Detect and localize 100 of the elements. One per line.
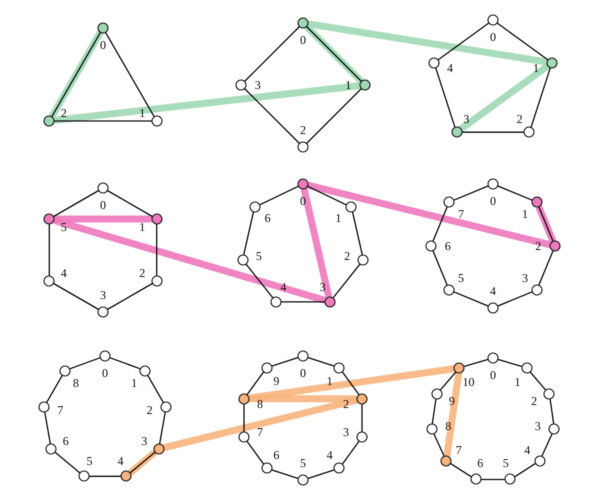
vertex-number: 1 [533,62,540,74]
polygon-side [271,356,298,367]
polygon-side [529,371,547,391]
vertex-number: 5 [256,250,262,262]
polygon-side [432,206,448,242]
polygon-side [538,250,554,286]
polygon-side [258,186,299,206]
vertex-number: 2 [60,106,67,119]
vertex-number: 6 [62,434,69,447]
highlight-path [458,62,550,132]
vertex-number: 5 [86,454,92,467]
vertex-number: 5 [502,457,509,470]
polygon-side [432,399,437,424]
vertex-number: 2 [344,250,350,262]
polygon-side [450,462,472,478]
polygon-side [434,67,456,128]
vertex-number: 4 [280,280,286,293]
polygon-side [308,469,335,480]
vertex-number: 0 [490,368,496,381]
polygon-side [498,358,522,368]
vertex-number: 3 [534,420,541,432]
vertex-number: 6 [264,212,271,224]
polygon-side [480,478,506,480]
vertex-number: 4 [60,266,67,279]
polygon-side [54,120,152,122]
vertex-number: 2 [139,266,146,279]
polygon-side [53,282,100,310]
polygon-side [281,301,325,303]
vertex-number: 7 [458,208,464,220]
vertex-number: 1 [326,375,333,388]
highlight-path [54,82,360,124]
polygon-side [514,462,536,478]
polygon-side [271,469,298,480]
vertex-number: 8 [256,398,263,410]
polygon-side [497,291,532,307]
vertex-number: 10 [462,376,475,388]
vertex-number: 2 [531,395,538,408]
vertex-number: 2 [535,240,542,252]
vertex-number: 4 [490,285,496,298]
polygon-side [352,212,363,256]
polygon-side [454,291,489,307]
vertex-number: 1 [131,377,138,390]
polygon-side [106,282,153,310]
highlight-path [307,20,548,66]
polygon-side [497,185,532,201]
polygon-side [243,212,254,256]
vertex-number: 3 [100,289,106,302]
polygon-side [361,404,363,432]
vertex-number: 0 [490,194,496,207]
vertex-number: 4 [326,448,333,461]
vertex-number: 6 [477,457,484,470]
vertex-number: 2 [146,404,153,416]
vertex-number: 5 [300,457,306,470]
polygon-side [454,185,489,201]
highlight-path [300,188,332,298]
vertex-number: 1 [139,106,146,119]
polygon-side [306,88,362,144]
polygon-side [464,358,488,368]
polygon-side [549,399,554,424]
vertex-number: 0 [300,34,306,46]
vertex-number: 3 [254,79,261,91]
polygon-side [70,357,101,370]
polygon-side [44,412,52,444]
vertex-number: 9 [273,375,280,388]
vertex-number: 5 [60,221,67,234]
polygon-side [541,433,553,456]
vertex-number: 7 [456,444,462,456]
highlight-path [248,365,455,402]
vertex-number: 1 [522,208,528,220]
vertex-number: 0 [100,38,106,51]
vertex-number: 1 [514,376,520,388]
polygon-side [432,250,448,286]
highlight-path [307,182,551,248]
polygon-side [462,132,524,133]
vertex-number: 2 [343,398,350,410]
vertex-number: 4 [117,454,124,467]
polygon-side [158,412,166,444]
polygon-side [342,372,360,396]
vertex-number: 4 [446,62,453,74]
vertex-number: 3 [522,272,528,284]
vertex-number: 4 [524,444,530,456]
vertex-number: 1 [139,221,146,234]
highlight-path [443,372,462,456]
polygon-side [109,357,140,370]
polygon-side [244,88,300,144]
polygon-side [156,224,158,276]
polygon-side [54,452,80,474]
vertex-number: 7 [256,426,263,438]
polygon-side [245,263,274,298]
vertex-number: 8 [72,377,79,390]
vertex-number: 3 [320,280,326,293]
vertex-number: 1 [335,212,342,224]
polygon-side [496,22,548,60]
vertex-number: 1 [345,79,352,91]
polygon-side [308,356,335,367]
highlight-path [54,216,152,222]
vertex-number: 2 [300,124,306,136]
vertex-number: 8 [445,420,452,432]
polygon-side [104,32,155,118]
vertex-number: 7 [57,404,64,416]
